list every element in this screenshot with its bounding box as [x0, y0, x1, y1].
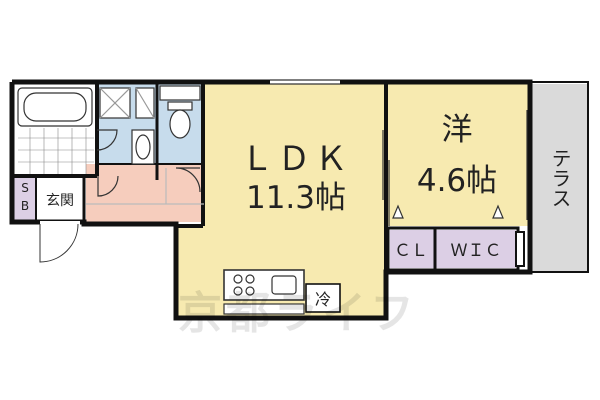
ldk-floor: [204, 84, 386, 226]
shoe-box-label-s: S: [21, 181, 29, 195]
basin-bowl: [135, 134, 151, 160]
entrance-floor: [36, 178, 86, 222]
burner-3: [233, 286, 243, 296]
bath-door: [96, 129, 118, 151]
wic-floor: [436, 230, 516, 268]
closet-marker-left: [392, 204, 404, 219]
western-size: 4.6帖: [417, 163, 497, 199]
washroom-door: [97, 175, 119, 197]
toilet-door: [175, 167, 201, 193]
burner-1: [233, 274, 243, 284]
bath-tiles: [18, 128, 94, 174]
ldk-size: 11.3帖: [246, 180, 346, 216]
entrance-door-gap: [40, 221, 80, 226]
watermark: 京都ライフ: [178, 288, 418, 339]
terrace-outline: [529, 81, 589, 273]
toilet-bowl: [169, 109, 191, 139]
wic-side-door: [515, 231, 525, 267]
terrace-label: テラス: [548, 148, 572, 208]
western-name: 洋: [442, 112, 473, 148]
terrace-floor: [531, 84, 587, 272]
burner-2: [245, 274, 255, 284]
wic-label: ＷＩＣ: [451, 241, 502, 261]
toilet-tank: [167, 101, 193, 111]
burner-4: [245, 286, 255, 296]
western-floor: [388, 84, 528, 226]
closet-marker-right: [492, 204, 504, 219]
kitchen-sink: [271, 275, 297, 295]
bathtub: [17, 87, 93, 127]
fridge-label: 冷: [315, 290, 331, 309]
shoe-box-label-b: B: [21, 199, 29, 213]
labels: ＬＤＫ 11.3帖 洋 4.6帖 テラス 玄関 S B ＣＬ ＷＩＣ 冷: [21, 112, 572, 309]
entrance-door-swing: [39, 223, 79, 263]
fixtures: [17, 85, 341, 315]
toilet-shelf: [159, 85, 201, 101]
fridge-space: [305, 283, 341, 313]
closet-floor: [390, 230, 434, 268]
hall-floor: [86, 164, 204, 222]
doors: [39, 79, 528, 263]
entrance-label: 玄関: [46, 192, 74, 209]
ldk-name: ＬＤＫ: [241, 139, 352, 178]
closet-label: ＣＬ: [394, 241, 428, 261]
kitchen-shelf: [223, 303, 305, 315]
bathtub-inner: [23, 92, 87, 122]
shoe-box-floor: [14, 178, 36, 222]
